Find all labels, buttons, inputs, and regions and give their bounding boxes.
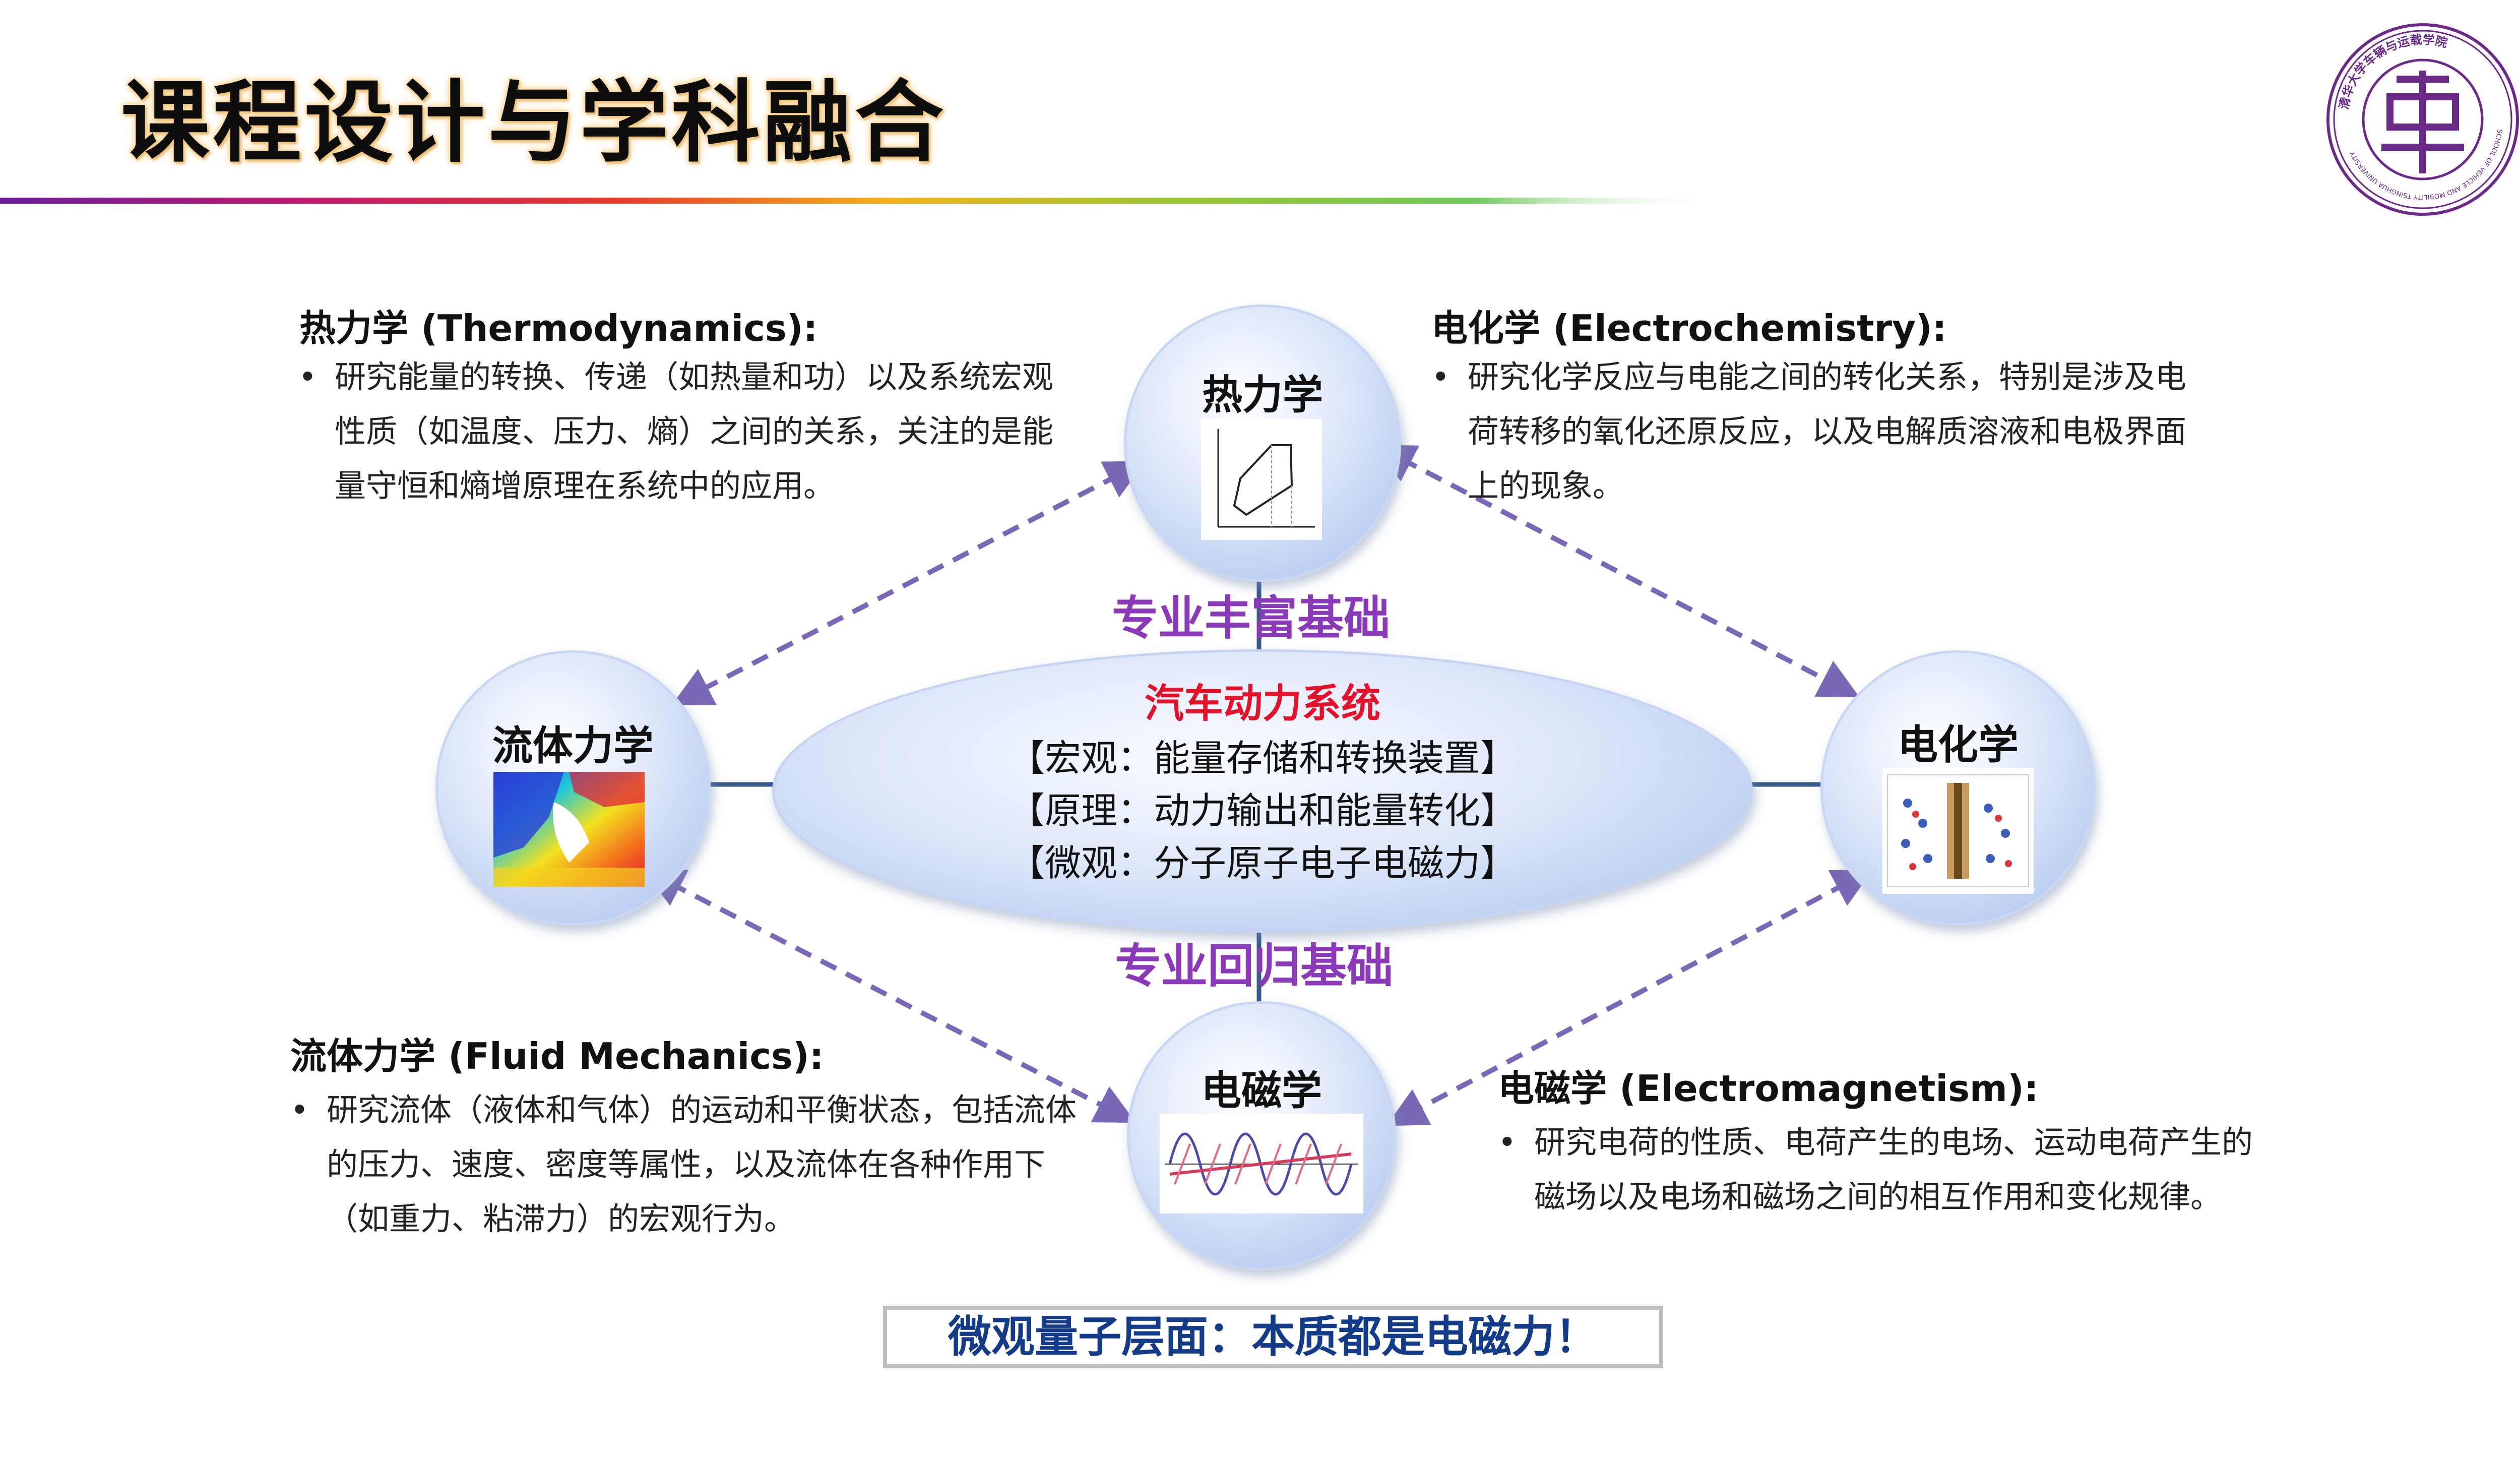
label-professional-enrich: 专业丰富基础 xyxy=(1112,591,1391,645)
em-heading: 电磁学 (Electromagnetism): xyxy=(1498,1067,2039,1110)
electrochem-line: 荷转移的氧化还原反应，以及电解质溶液和电极界面 xyxy=(1468,413,2187,450)
fluid-line: 研究流体（液体和气体）的运动和平衡状态，包括流体 xyxy=(327,1091,1077,1128)
fluid-description: • 研究流体（液体和气体）的运动和平衡状态，包括流体 的压力、速度、密度等属性，… xyxy=(290,1083,1077,1246)
ts-diagram-icon xyxy=(1201,419,1322,540)
bullet-icon: • xyxy=(298,358,317,395)
center-line-principle: 【原理：动力输出和能量转化】 xyxy=(1008,789,1517,832)
node-fluid-mechanics: 流体力学 xyxy=(435,650,711,926)
em-line: 磁场以及电场和磁场之间的相互作用和变化规律。 xyxy=(1534,1178,2222,1215)
center-line-macro: 【宏观：能量存储和转换装置】 xyxy=(1008,737,1517,779)
arrow-fluid-em xyxy=(643,869,1136,1123)
em-wave-icon xyxy=(1160,1114,1363,1213)
fluid-heading: 流体力学 (Fluid Mechanics): xyxy=(290,1035,824,1077)
bullet-icon: • xyxy=(1498,1124,1517,1161)
center-title: 汽车动力系统 xyxy=(1144,681,1380,726)
em-line: 研究电荷的性质、电荷产生的电场、运动电荷产生的 xyxy=(1534,1124,2253,1161)
center-powertrain-ellipse: 汽车动力系统 【宏观：能量存储和转换装置】 【原理：动力输出和能量转化】 【微观… xyxy=(772,649,1753,933)
slide-title: 课程设计与学科融合 xyxy=(121,71,947,174)
electrochem-line: 研究化学反应与电能之间的转化关系，特别是涉及电 xyxy=(1468,358,2187,395)
thermo-line: 性质（如温度、压力、熵）之间的关系，关注的是能 xyxy=(335,413,1054,450)
thermo-line: 量守恒和熵增原理在系统中的应用。 xyxy=(335,467,835,504)
center-line-micro: 【微观：分子原子电子电磁力】 xyxy=(1008,842,1517,884)
em-description: • 研究电荷的性质、电荷产生的电场、运动电荷产生的 磁场以及电场和磁场之间的相互… xyxy=(1498,1115,2253,1224)
node-thermodynamics: 热力学 xyxy=(1124,305,1401,582)
electrochem-heading: 电化学 (Electrochemistry): xyxy=(1431,307,1947,349)
electrolysis-cell-icon xyxy=(1882,768,2034,894)
electrochem-line: 上的现象。 xyxy=(1468,467,1624,504)
node-fluid-mechanics-label: 流体力学 xyxy=(492,722,654,769)
bullet-icon: • xyxy=(290,1091,309,1128)
conclusion-box: 微观量子层面：本质都是电磁力！ xyxy=(883,1306,1663,1368)
electrochem-description: • 研究化学反应与电能之间的转化关系，特别是涉及电 荷转移的氧化还原反应，以及电… xyxy=(1431,350,2187,513)
fluid-line: （如重力、粘滞力）的宏观行为。 xyxy=(327,1200,796,1237)
node-electromagnetism-label: 电磁学 xyxy=(1201,1067,1322,1114)
thermo-description: • 研究能量的转换、传递（如热量和功）以及系统宏观 性质（如温度、压力、熵）之间… xyxy=(298,350,1054,513)
node-thermodynamics-label: 热力学 xyxy=(1202,372,1323,418)
node-electrochemistry: 电化学 xyxy=(1820,650,2096,926)
title-gradient-rule xyxy=(0,198,1714,204)
cfd-flow-field-icon xyxy=(493,772,645,887)
arrow-thermo-fluid xyxy=(671,461,1146,706)
arrow-electrochem-em xyxy=(1386,869,1874,1126)
label-professional-return: 专业回归基础 xyxy=(1115,939,1394,993)
bullet-icon: • xyxy=(1431,358,1450,395)
fluid-line: 的压力、速度、密度等属性，以及流体在各种作用下 xyxy=(327,1146,1046,1183)
node-electromagnetism: 电磁学 xyxy=(1127,1001,1396,1270)
university-logo: 清华大学车辆与运载学院 SCHOOL OF VEHICLE AND MOBILI… xyxy=(2326,23,2519,216)
thermo-line: 研究能量的转换、传递（如热量和功）以及系统宏观 xyxy=(335,358,1054,395)
thermo-heading: 热力学 (Thermodynamics): xyxy=(299,307,818,349)
node-electrochemistry-label: 电化学 xyxy=(1898,721,2019,768)
